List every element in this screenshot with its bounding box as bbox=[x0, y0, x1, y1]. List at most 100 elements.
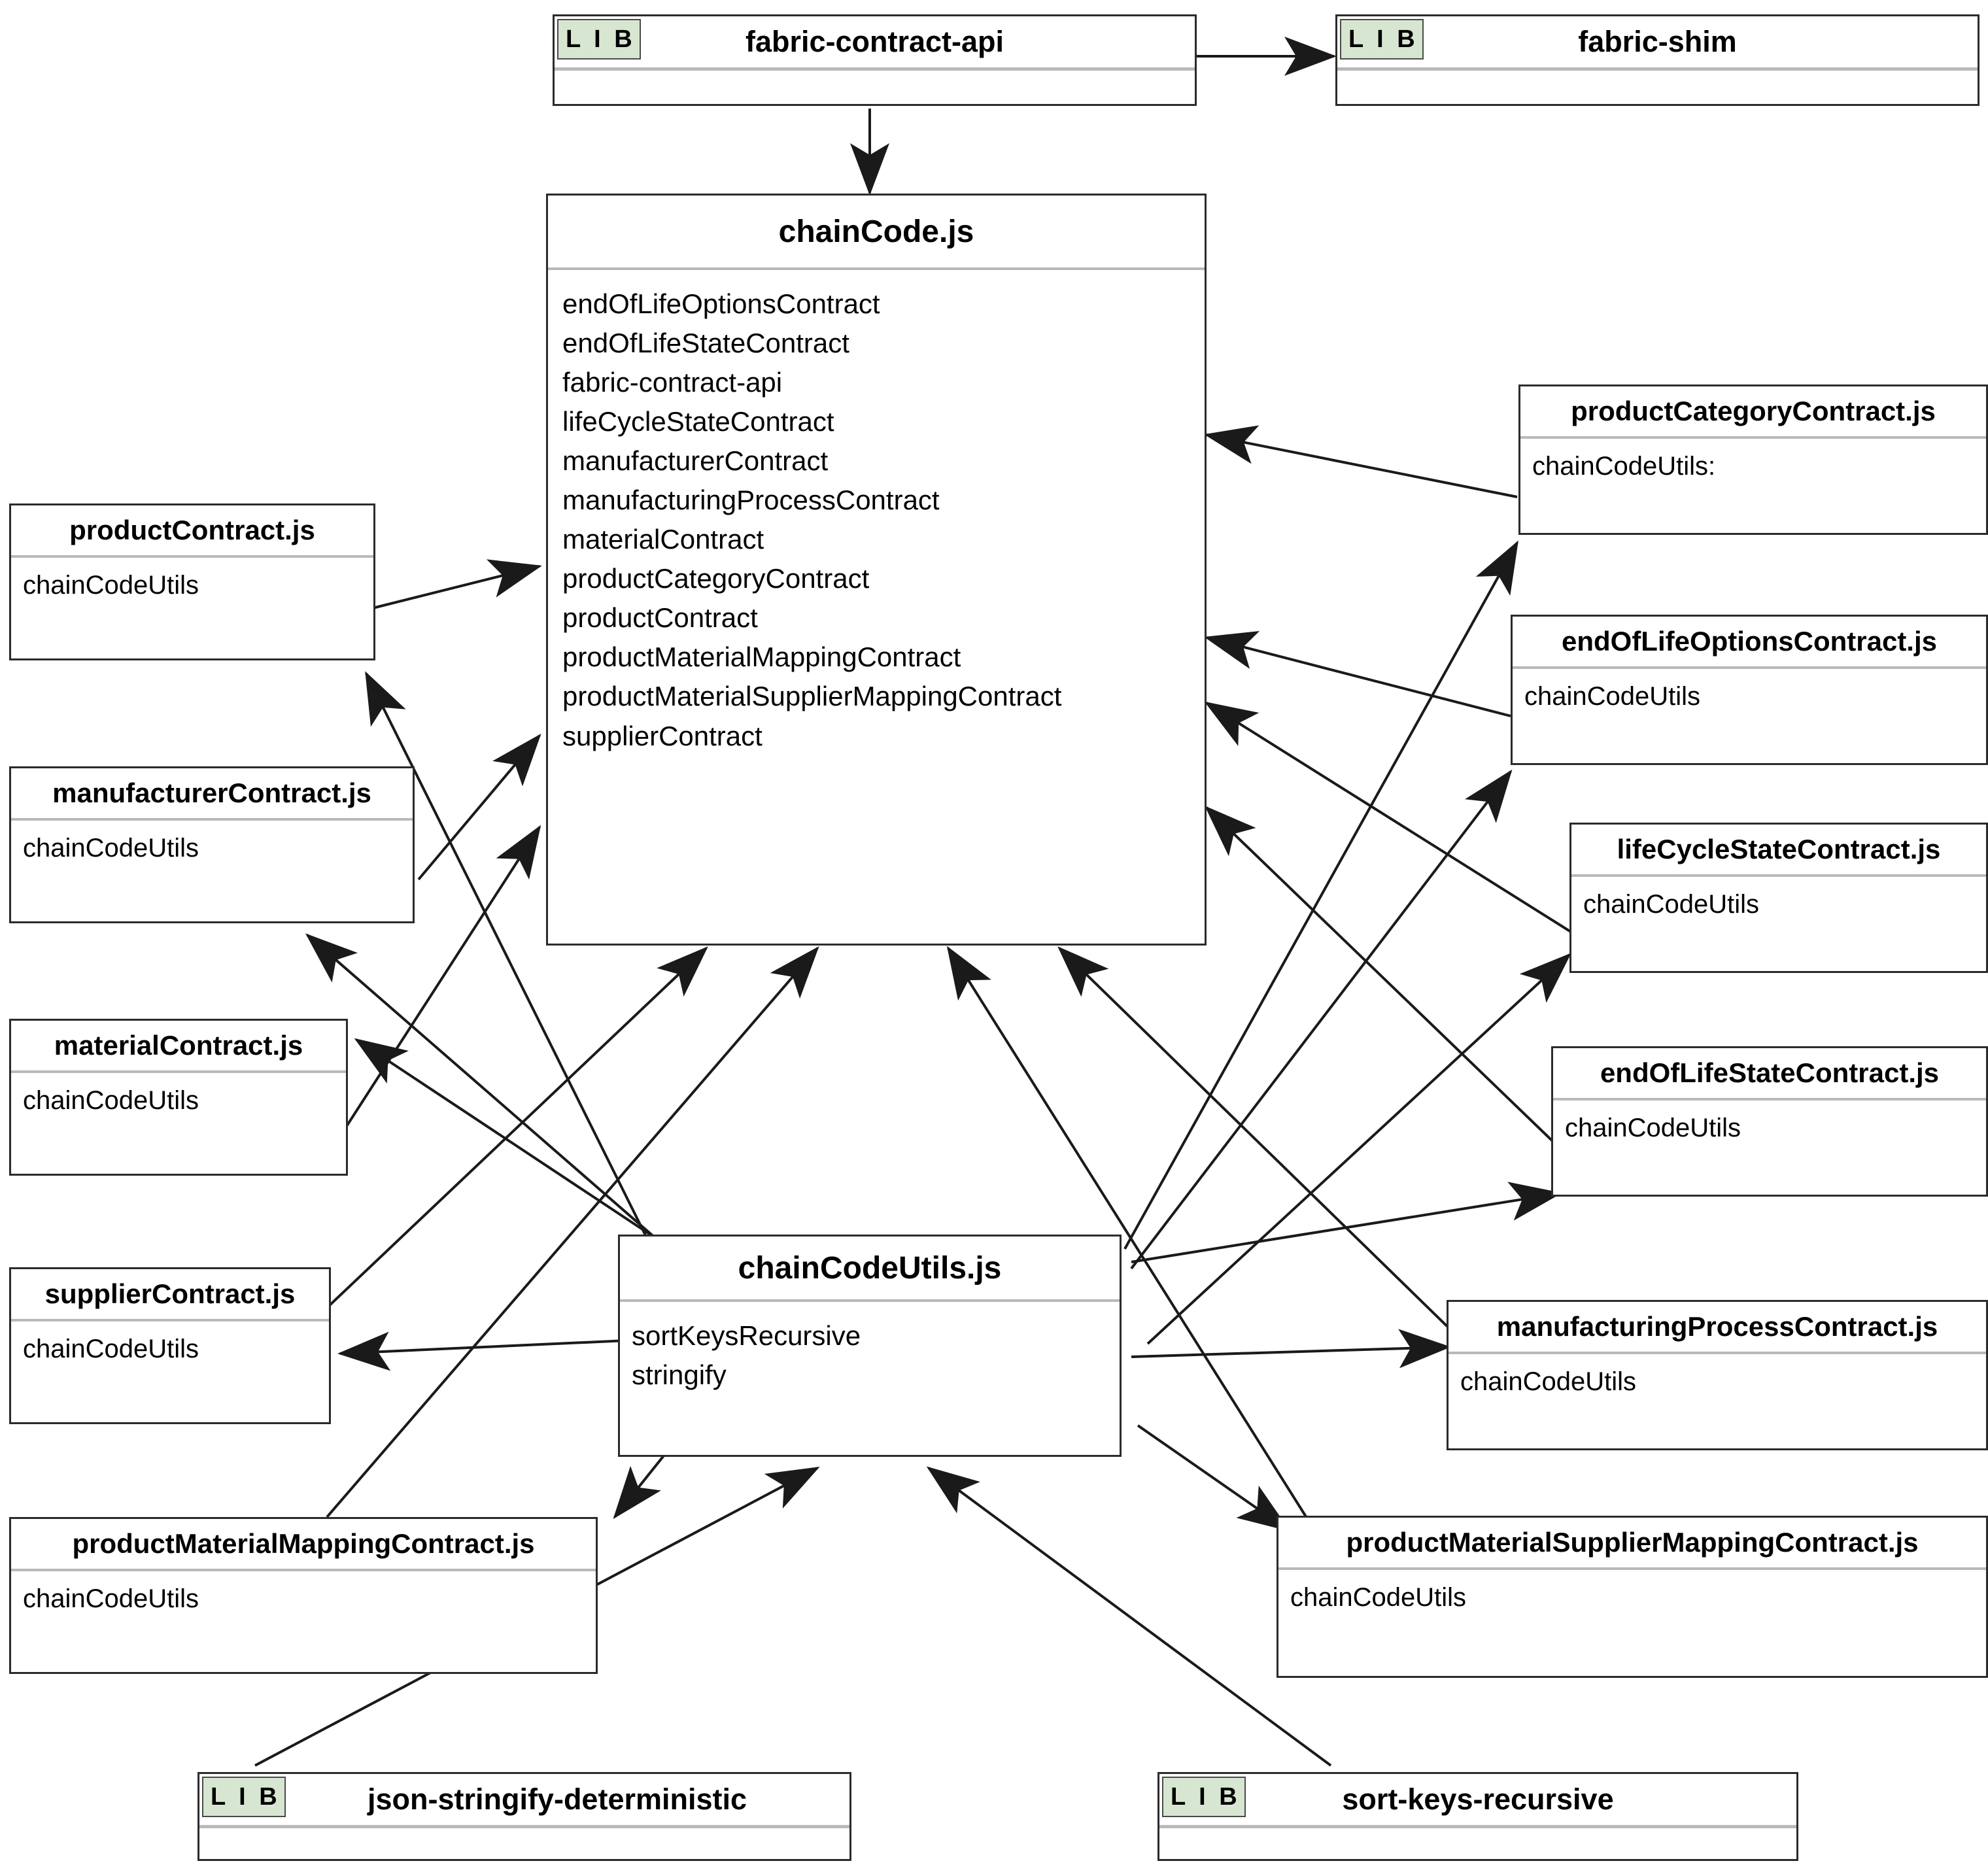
edge-productcontract-to-chaincode bbox=[372, 559, 542, 609]
member-item: endOfLifeStateContract bbox=[562, 328, 849, 359]
lib-badge-icon: L I B bbox=[1162, 1777, 1246, 1817]
node-title: chainCodeUtils.js bbox=[738, 1250, 1002, 1286]
node-suppliercontract[interactable]: supplierContract.js chainCodeUtils bbox=[9, 1267, 331, 1424]
member-item: chainCodeUtils bbox=[23, 1335, 199, 1363]
header-separator bbox=[1553, 1098, 1986, 1100]
member-item: productContract bbox=[562, 602, 758, 634]
node-title: productContract.js bbox=[69, 515, 315, 545]
member-item: manufacturerContract bbox=[562, 445, 829, 477]
node-json-stringify-deterministic[interactable]: L I B json-stringify-deterministic bbox=[197, 1772, 851, 1861]
node-members: chainCodeUtils bbox=[1448, 1354, 1986, 1399]
header-separator bbox=[1159, 1825, 1796, 1828]
member-item: materialContract bbox=[562, 524, 764, 555]
member-item: productMaterialSupplierMappingContract bbox=[562, 681, 1062, 712]
node-materialcontract[interactable]: materialContract.js chainCodeUtils bbox=[9, 1019, 348, 1176]
node-header: chainCodeUtils.js bbox=[620, 1236, 1120, 1299]
node-title: productMaterialSupplierMappingContract.j… bbox=[1346, 1527, 1919, 1558]
edge-manufacturercontract-to-chaincode bbox=[417, 733, 541, 881]
node-title: supplierContract.js bbox=[44, 1278, 296, 1309]
node-members: chainCodeUtils bbox=[1278, 1570, 1986, 1614]
node-title: chainCode.js bbox=[778, 214, 974, 249]
node-members: chainCodeUtils bbox=[1571, 877, 1986, 921]
lib-badge-icon: L I B bbox=[202, 1777, 286, 1817]
header-separator bbox=[11, 1319, 329, 1322]
node-header: lifeCycleStateContract.js bbox=[1571, 825, 1986, 874]
node-header: productCategoryContract.js bbox=[1520, 386, 1986, 436]
member-item: chainCodeUtils bbox=[23, 1584, 199, 1613]
node-members bbox=[1159, 1828, 1796, 1848]
edge-chaincode-to-endoflifeoptions bbox=[1204, 630, 1511, 717]
node-header: productMaterialMappingContract.js bbox=[11, 1519, 596, 1569]
header-separator bbox=[1278, 1567, 1986, 1570]
node-endoflifestatecontract[interactable]: endOfLifeStateContract.js chainCodeUtils bbox=[1551, 1046, 1988, 1197]
member-item: endOfLifeOptionsContract bbox=[562, 288, 880, 319]
node-header: L I B json-stringify-deterministic bbox=[199, 1774, 849, 1825]
node-header: manufacturerContract.js bbox=[11, 768, 413, 818]
node-members bbox=[199, 1828, 849, 1848]
node-productcontract[interactable]: productContract.js chainCodeUtils bbox=[9, 503, 375, 660]
node-endoflifeoptionscontract[interactable]: endOfLifeOptionsContract.js chainCodeUti… bbox=[1511, 615, 1988, 765]
member-item: chainCodeUtils bbox=[1290, 1583, 1467, 1612]
header-separator bbox=[620, 1299, 1120, 1302]
edge-utils-to-lifecyclestate bbox=[1146, 953, 1571, 1345]
node-members: chainCodeUtils bbox=[11, 1322, 329, 1366]
header-separator bbox=[1337, 67, 1978, 71]
node-members bbox=[1337, 71, 1978, 90]
node-title: manufacturingProcessContract.js bbox=[1496, 1311, 1938, 1342]
node-members: chainCodeUtils bbox=[11, 821, 413, 865]
node-members: chainCodeUtils bbox=[11, 558, 373, 602]
node-manufacturingprocesscontract[interactable]: manufacturingProcessContract.js chainCod… bbox=[1447, 1300, 1988, 1450]
node-header: productMaterialSupplierMappingContract.j… bbox=[1278, 1518, 1986, 1567]
node-lifecyclestatecontract[interactable]: lifeCycleStateContract.js chainCodeUtils bbox=[1569, 823, 1988, 973]
member-item: manufacturingProcessContract bbox=[562, 485, 940, 516]
node-title: productCategoryContract.js bbox=[1571, 396, 1936, 426]
header-separator bbox=[548, 267, 1205, 270]
node-header: endOfLifeStateContract.js bbox=[1553, 1048, 1986, 1098]
header-separator bbox=[1448, 1352, 1986, 1354]
node-header: L I B fabric-shim bbox=[1337, 16, 1978, 67]
node-productcategorycontract[interactable]: productCategoryContract.js chainCodeUtil… bbox=[1518, 384, 1988, 535]
node-fabric-contract-api[interactable]: L I B fabric-contract-api bbox=[553, 14, 1197, 106]
member-item: supplierContract bbox=[562, 720, 763, 751]
edge-utils-to-manufacturingprocess bbox=[1131, 1329, 1451, 1369]
member-item: productCategoryContract bbox=[562, 563, 870, 594]
header-separator bbox=[11, 1070, 346, 1073]
node-header: supplierContract.js bbox=[11, 1269, 329, 1319]
node-title: json-stringify-deterministic bbox=[367, 1782, 747, 1816]
node-manufacturercontract[interactable]: manufacturerContract.js chainCodeUtils bbox=[9, 766, 415, 923]
node-header: endOfLifeOptionsContract.js bbox=[1513, 617, 1986, 666]
node-header: productContract.js bbox=[11, 505, 373, 555]
member-item: chainCodeUtils bbox=[1524, 682, 1701, 711]
node-members: chainCodeUtils bbox=[1553, 1100, 1986, 1145]
edge-sortkeys-to-utils bbox=[926, 1466, 1332, 1767]
node-title: materialContract.js bbox=[54, 1030, 303, 1061]
node-chaincode[interactable]: chainCode.js endOfLifeOptionsContract en… bbox=[546, 194, 1207, 946]
node-chaincodeutils[interactable]: chainCodeUtils.js sortKeysRecursive stri… bbox=[618, 1235, 1122, 1457]
member-item: chainCodeUtils bbox=[23, 1086, 199, 1115]
edge-utils-to-suppliercontract bbox=[337, 1331, 628, 1371]
header-separator bbox=[11, 1569, 596, 1571]
node-title: lifeCycleStateContract.js bbox=[1617, 834, 1941, 864]
member-item: chainCodeUtils bbox=[1583, 890, 1760, 919]
member-item: chainCodeUtils bbox=[1565, 1114, 1741, 1142]
node-productmaterialsuppliermappingcontract[interactable]: productMaterialSupplierMappingContract.j… bbox=[1277, 1516, 1988, 1678]
node-members: chainCodeUtils bbox=[11, 1571, 596, 1616]
member-item: chainCodeUtils bbox=[23, 571, 199, 600]
edge-utils-to-materialcontract bbox=[354, 1038, 668, 1247]
edge-utils-to-endoflifestate bbox=[1131, 1182, 1562, 1263]
member-item: chainCodeUtils bbox=[23, 834, 199, 862]
node-productmaterialmappingcontract[interactable]: productMaterialMappingContract.js chainC… bbox=[9, 1517, 598, 1674]
node-sort-keys-recursive[interactable]: L I B sort-keys-recursive bbox=[1157, 1772, 1798, 1861]
node-fabric-shim[interactable]: L I B fabric-shim bbox=[1335, 14, 1979, 106]
lib-badge-icon: L I B bbox=[557, 19, 641, 60]
node-title: endOfLifeStateContract.js bbox=[1600, 1057, 1940, 1088]
header-separator bbox=[1520, 436, 1986, 439]
node-title: productMaterialMappingContract.js bbox=[72, 1528, 535, 1559]
node-header: L I B sort-keys-recursive bbox=[1159, 1774, 1796, 1825]
node-title: endOfLifeOptionsContract.js bbox=[1561, 626, 1937, 657]
member-item: fabric-contract-api bbox=[562, 367, 783, 398]
node-header: materialContract.js bbox=[11, 1021, 346, 1070]
node-title: fabric-contract-api bbox=[745, 25, 1004, 58]
member-item: chainCodeUtils bbox=[1460, 1367, 1637, 1396]
member-item: chainCodeUtils: bbox=[1532, 452, 1716, 481]
